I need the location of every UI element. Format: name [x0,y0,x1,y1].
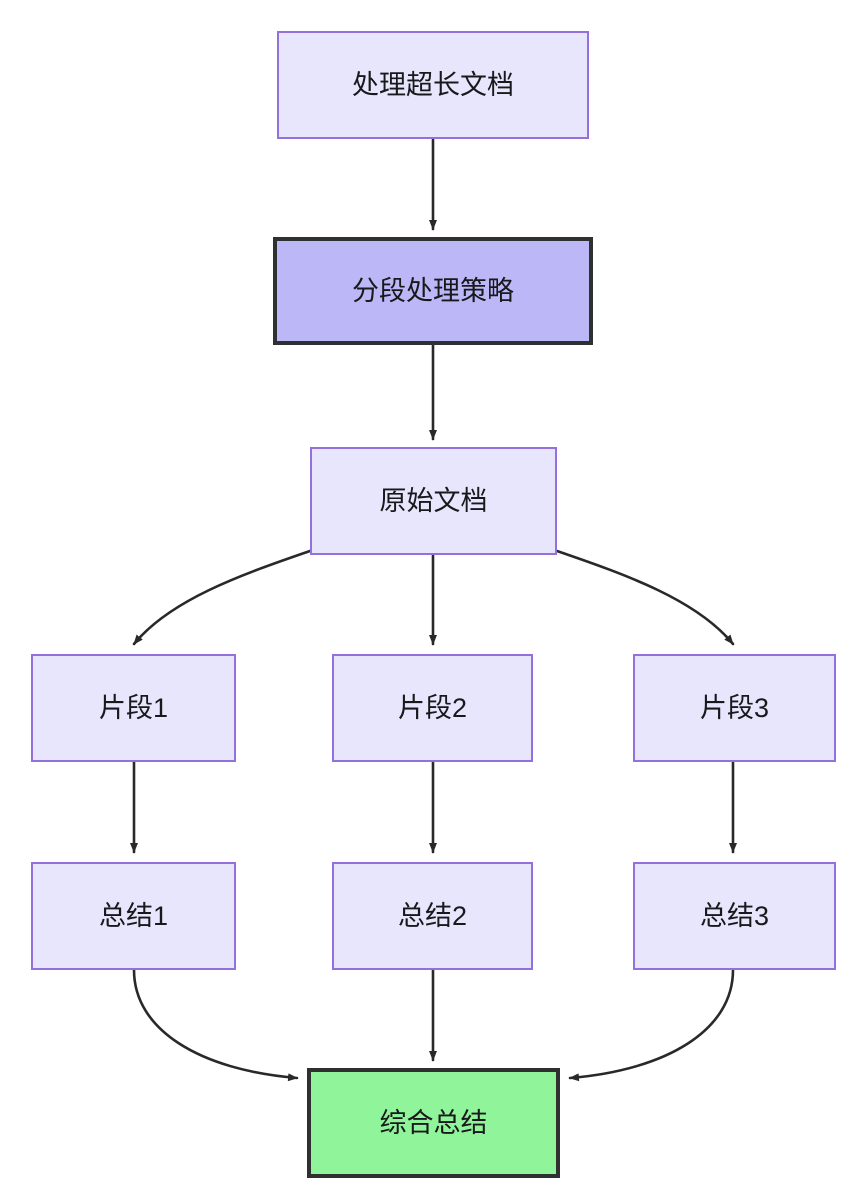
node-label: 原始文档 [379,485,488,516]
node-n2[interactable]: 分段处理策略 [273,237,593,345]
node-label: 总结3 [699,900,770,931]
node-n6[interactable]: 片段3 [633,654,836,762]
node-label: 片段1 [98,692,169,723]
node-label: 片段3 [699,692,770,723]
node-label: 综合总结 [379,1107,488,1138]
edge-n7-to-n10 [132,968,299,1082]
node-label: 处理超长文档 [352,69,514,100]
edge-n9-to-n10 [568,968,735,1082]
edge-n3-to-n4 [132,549,312,646]
node-label: 片段2 [397,692,468,723]
node-n8[interactable]: 总结2 [332,862,533,970]
node-label: 分段处理策略 [352,275,514,306]
edge-n3-to-n6 [555,549,735,646]
node-n7[interactable]: 总结1 [31,862,236,970]
node-n1[interactable]: 处理超长文档 [277,31,589,139]
node-n9[interactable]: 总结3 [633,862,836,970]
node-n3[interactable]: 原始文档 [310,447,557,555]
node-n5[interactable]: 片段2 [332,654,533,762]
node-label: 总结1 [98,900,169,931]
node-label: 总结2 [397,900,468,931]
node-n4[interactable]: 片段1 [31,654,236,762]
node-n10[interactable]: 综合总结 [307,1068,560,1178]
